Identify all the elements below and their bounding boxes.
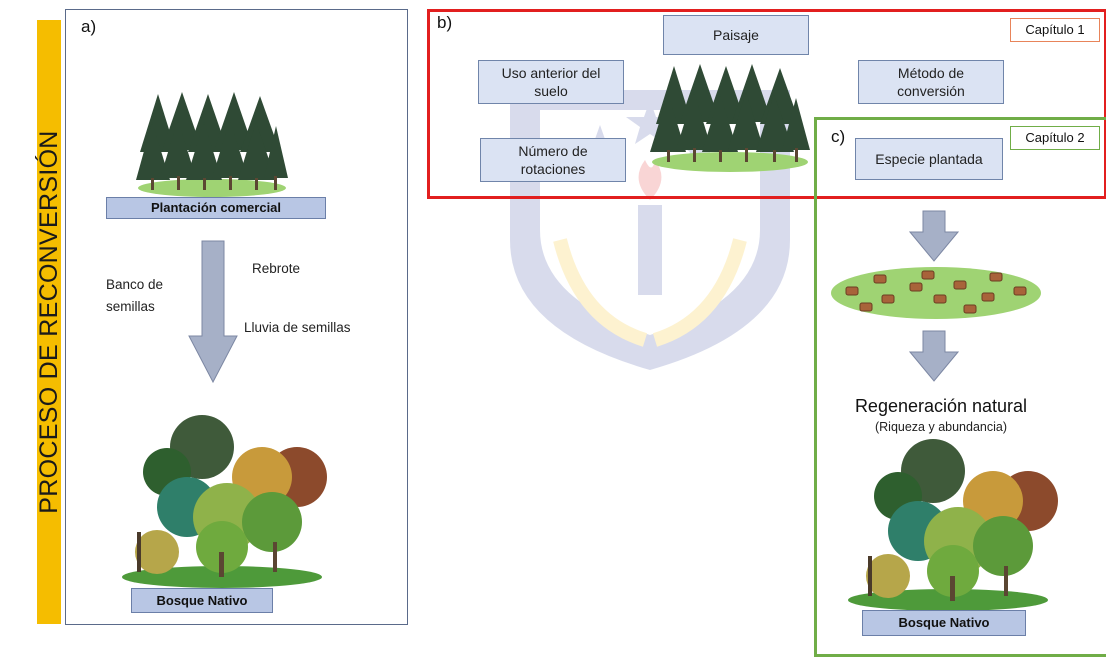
banco-label-line2: semillas: [106, 299, 155, 314]
paisaje-label: Paisaje: [713, 27, 759, 43]
lluvia-label: Lluvia de semillas: [244, 320, 351, 335]
plantacion-comercial-box: Plantación comercial: [106, 197, 326, 219]
clearcut-stumps-illustration: [831, 267, 1041, 319]
especie-plantada-label: Especie plantada: [875, 151, 983, 167]
regeneracion-title: Regeneración natural: [854, 396, 1028, 416]
panel-c-letter: c): [831, 127, 846, 146]
native-forest-illustration-c: [848, 439, 1058, 611]
panel-a-letter: a): [81, 17, 97, 36]
native-forest-illustration: [122, 415, 327, 588]
numero-line1: Número de: [518, 143, 588, 159]
especie-plantada-box: Especie plantada: [855, 138, 1003, 180]
numero-rotaciones-box: Número de rotaciones: [480, 138, 626, 182]
side-banner: [37, 20, 61, 624]
plantation-illustration: [136, 92, 288, 197]
down-arrow-icon: [188, 240, 238, 384]
uso-anterior-line2: suelo: [534, 83, 568, 99]
regeneracion-subtitle: (Riqueza y abundancia): [874, 420, 1008, 434]
metodo-line1: Método de: [897, 65, 965, 81]
chapter1-badge: Capítulo 1: [1010, 18, 1100, 42]
chapter1-frame: [427, 9, 1106, 199]
banco-label-line1: Banco de: [106, 277, 164, 292]
uso-anterior-box: Uso anterior del suelo: [478, 60, 624, 104]
side-title: PROCESO DE RECONVERSIÓN: [35, 130, 63, 514]
down-arrow-icon: [909, 330, 959, 382]
panel-a-frame: [65, 9, 408, 625]
chapter2-badge: Capítulo 2: [1010, 126, 1100, 150]
plantation-illustration-b: [650, 64, 810, 172]
bosque-nativo-box-c: Bosque Nativo: [862, 610, 1026, 636]
bosque-nativo-box-a: Bosque Nativo: [131, 588, 273, 613]
numero-line2: rotaciones: [520, 161, 586, 177]
down-arrow-icon: [909, 210, 959, 262]
rebrote-label: Rebrote: [252, 261, 301, 276]
panel-b-letter: b): [437, 13, 453, 32]
metodo-conversion-box: Método de conversión: [858, 60, 1004, 104]
metodo-line2: conversión: [897, 83, 965, 99]
uso-anterior-line1: Uso anterior del: [501, 65, 601, 81]
paisaje-box: Paisaje: [663, 15, 809, 55]
